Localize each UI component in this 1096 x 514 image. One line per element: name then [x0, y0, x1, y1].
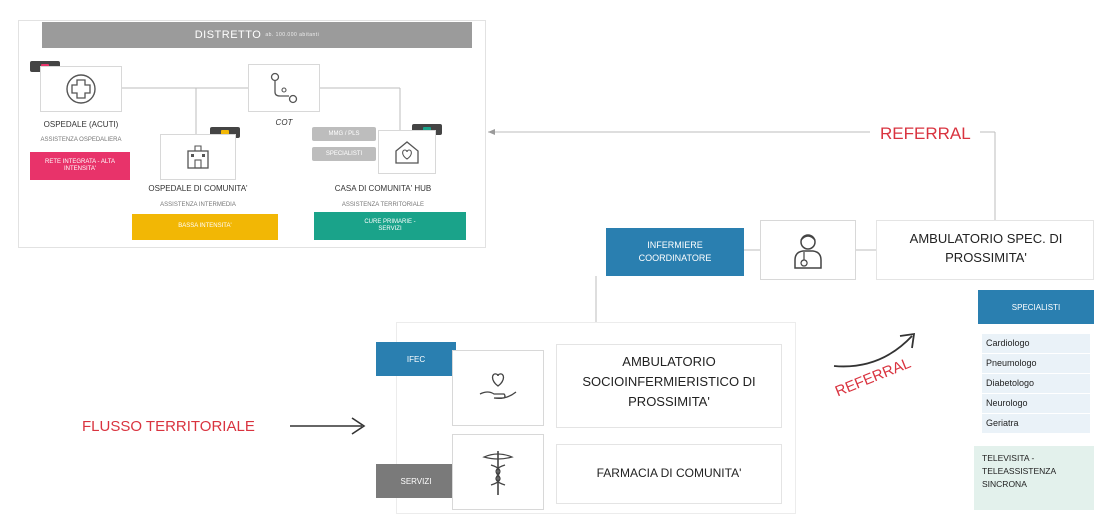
route-icon [270, 72, 298, 104]
ospedale-acuti-node[interactable] [40, 66, 122, 112]
specialisti-list: Cardiologo Pneumologo Diabetologo Neurol… [982, 334, 1090, 434]
pharmacy-node[interactable] [452, 434, 544, 510]
televisita-label: TELEVISITA - TELEASSISTENZA SINCRONA [982, 453, 1056, 489]
televisita-box[interactable]: TELEVISITA - TELEASSISTENZA SINCRONA [974, 446, 1094, 510]
infermiere-label: INFERMIERE COORDINATORE [638, 239, 712, 264]
infermiere-coordinatore[interactable]: INFERMIERE COORDINATORE [606, 228, 744, 276]
casa-comunita-label: CASA DI COMUNITA' HUB [334, 184, 432, 193]
ambulatorio-spec-box[interactable] [876, 220, 1094, 280]
farmacia-box[interactable] [556, 444, 782, 504]
referral-top-label: REFERRAL [880, 124, 971, 143]
casa-comunita-node[interactable] [378, 130, 436, 174]
ospedale-comunita-bar: BASSA INTENSITA' [132, 214, 278, 240]
ospedale-comunita-label: OSPEDALE DI COMUNITA' [148, 184, 248, 193]
district-title: DISTRETTO [194, 29, 262, 41]
specialist-item[interactable]: Neurologo [982, 394, 1090, 413]
casa-comunita-sub: ASSISTENZA TERRITORIALE [341, 202, 425, 208]
referral-curve-arrow [833, 332, 916, 368]
specialisti-header: SPECIALISTI [978, 290, 1094, 324]
green-tag [412, 124, 442, 135]
hand-heart-icon [479, 373, 517, 400]
ambulatorio-spec-label: AMBULATORIO SPEC. DI PROSSIMITA' [909, 231, 1063, 265]
specialist-item[interactable]: Diabetologo [982, 374, 1090, 393]
casa-tag-2: SPECIALISTI [312, 147, 376, 161]
ospedale-acuti-label: OSPEDALE (ACUTI) [43, 120, 119, 129]
ifec-tag[interactable]: IFEC [376, 342, 456, 376]
cot-node[interactable] [248, 64, 320, 112]
building-icon [187, 145, 209, 169]
specialist-item[interactable]: Cardiologo [982, 334, 1090, 353]
ambulatorio-socio-label: AMBULATORIO SOCIOINFERMIERISTICO DI PROS… [582, 354, 756, 410]
specialisti-header-label: SPECIALISTI [1011, 302, 1061, 312]
specialist-item[interactable]: Pneumologo [982, 354, 1090, 373]
ambulatorio-socio-box[interactable] [556, 344, 782, 428]
house-heart-icon [395, 141, 419, 164]
flusso-arrow [290, 417, 366, 435]
cot-label: COT [275, 118, 293, 127]
servizi-label: SERVIZI [400, 476, 432, 486]
ospedale-comunita-node[interactable] [160, 134, 236, 180]
doctor-icon [794, 234, 822, 269]
ospedale-comunita-sub: ASSISTENZA INTERMEDIA [160, 202, 236, 208]
yellow-tag [210, 127, 240, 138]
care-node[interactable] [452, 350, 544, 426]
servizi-tag[interactable]: SERVIZI [376, 464, 456, 498]
district-header: DISTRETTO ab. 100.000 abitanti [42, 22, 472, 48]
ifec-label: IFEC [406, 354, 426, 364]
casa-tag-1: MMG / PLS [312, 127, 376, 141]
farmacia-label: FARMACIA DI COMUNITA' [596, 466, 742, 480]
ospedale-acuti-sub: ASSISTENZA OSPEDALIERA [40, 137, 122, 143]
casa-comunita-bar: CURE PRIMARIE - SERVIZI [314, 212, 466, 240]
specialist-item[interactable]: Geriatra [982, 414, 1090, 433]
hospital-cross-icon [66, 74, 96, 104]
doctor-node[interactable] [760, 220, 856, 280]
ospedale-acuti-bar: RETE INTEGRATA - ALTA INTENSITA' [30, 152, 130, 180]
district-title-sub: ab. 100.000 abitanti [265, 32, 320, 38]
caduceus-icon [482, 451, 514, 495]
flusso-label: FLUSSO TERRITORIALE [82, 418, 255, 435]
